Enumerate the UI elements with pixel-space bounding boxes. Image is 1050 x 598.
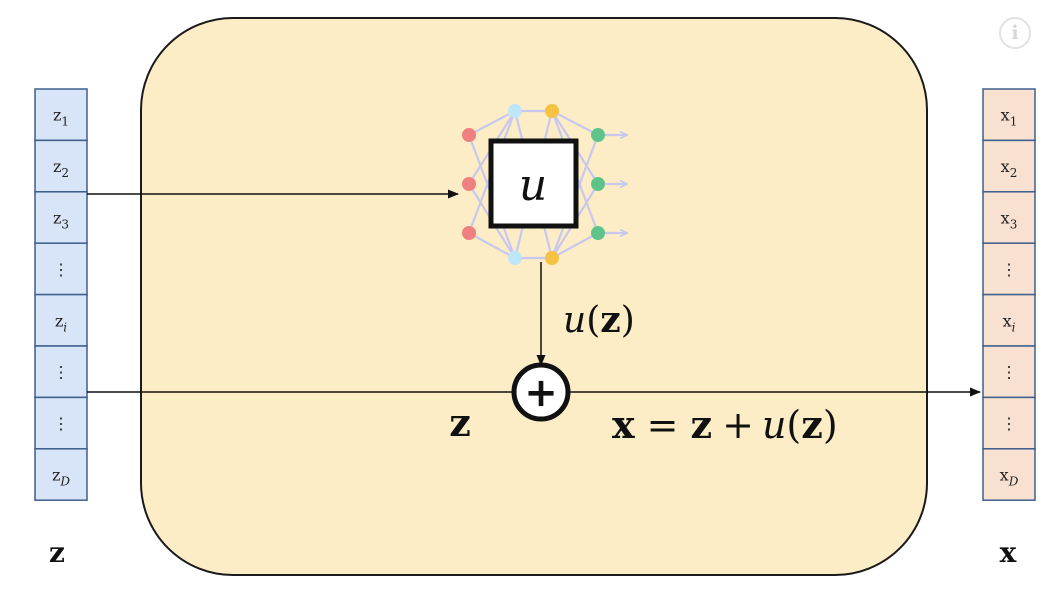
network-output-label: u(z) (563, 299, 635, 341)
network-node (462, 128, 476, 142)
x-vector-label: x (1000, 536, 1017, 569)
x-cell (982, 88, 1036, 142)
network-u-box (488, 138, 579, 229)
network-edge (551, 232, 599, 259)
z-cell (34, 345, 88, 399)
info-icon[interactable]: i (999, 17, 1031, 49)
network-node (591, 128, 605, 142)
z-cell-label: ⋮ (53, 260, 69, 279)
x-cell-label: xD (1000, 466, 1019, 489)
x-cell-label: ⋮ (1001, 260, 1017, 279)
z-cell (34, 242, 88, 296)
network-edge (551, 110, 599, 136)
z-cell-label: zD (52, 466, 70, 489)
z-cell (34, 293, 88, 347)
x-cell-label: x1 (1001, 106, 1018, 129)
network-node (545, 251, 559, 265)
z-cell (34, 139, 88, 193)
network-edge (468, 110, 516, 136)
z-cell (34, 396, 88, 450)
x-cell (982, 242, 1036, 296)
z-vector-label: z (49, 536, 65, 569)
network-node (462, 177, 476, 191)
x-cell-label: x3 (1001, 209, 1018, 232)
x-cell (982, 396, 1036, 450)
network-node (508, 104, 522, 118)
network-node (545, 104, 559, 118)
z-cell-label: zi (55, 311, 67, 334)
z-cell-label: z3 (53, 209, 69, 232)
x-cell (982, 448, 1036, 501)
network-node (591, 226, 605, 240)
z-cell (34, 88, 88, 142)
x-cell-label: ⋮ (1001, 414, 1017, 433)
z-cell (34, 448, 88, 501)
x-vector: x1 x2 x3 ⋮ xi ⋮ ⋮ xD (982, 88, 1036, 501)
output-equation: x=z+u(z) (612, 402, 838, 447)
z-cell-label: ⋮ (53, 363, 69, 382)
add-node (511, 362, 571, 422)
network-u-label: u (519, 160, 547, 211)
x-cell (982, 345, 1036, 399)
z-cell (34, 191, 88, 244)
z-cell-label: ⋮ (53, 414, 69, 433)
network-node (591, 177, 605, 191)
z-cell-label: z2 (53, 157, 69, 180)
network-node (462, 226, 476, 240)
skip-connection-label: z (449, 400, 471, 445)
x-cell-label: ⋮ (1001, 363, 1017, 382)
z-vector: z1 z2 z3 ⋮ zi ⋮ ⋮ zD (34, 88, 88, 501)
z-cell-label: z1 (53, 106, 69, 129)
transform-panel (140, 17, 928, 576)
x-cell-label: xi (1003, 311, 1016, 334)
network-node (508, 251, 522, 265)
x-cell-label: x2 (1001, 157, 1018, 180)
network-edge (468, 232, 516, 259)
plus-icon: + (524, 370, 558, 416)
x-cell (982, 139, 1036, 193)
x-cell (982, 293, 1036, 347)
